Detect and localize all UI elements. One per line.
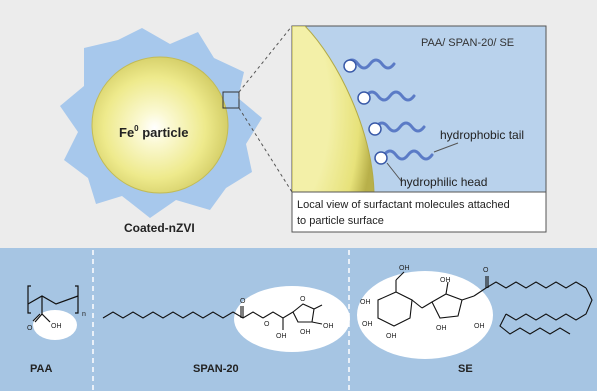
caption-line-1: Local view of surfactant molecules attac… [297,199,510,211]
se-oh-1: OH [399,265,410,272]
span20-oh-2: OH [300,329,311,336]
se-oh-7: OH [474,323,485,330]
svg-text:O: O [27,325,33,332]
svg-text:O: O [300,296,306,303]
svg-text:O: O [240,298,246,305]
paa-subscript: n [82,311,86,318]
se-oh-4: OH [386,333,397,340]
surfactant-molecules [343,58,434,165]
se-oh-6: OH [436,325,447,332]
span20-oh-1: OH [276,333,287,340]
inset-title: PAA/ SPAN-20/ SE [421,37,514,49]
se-oh-3: OH [362,321,373,328]
se-oh-2: OH [360,299,371,306]
molecule-name-paa: PAA [30,363,52,375]
paa-structure [27,285,79,340]
molecule-name-span20: SPAN-20 [193,363,239,375]
tail-leader [433,142,459,153]
caption-line-2: to particle surface [297,215,384,227]
se-oh-5: OH [440,277,451,284]
span20-structure [102,286,350,352]
particle-caption: Coated-nZVI [124,221,195,235]
paa-oh: OH [51,323,62,330]
zoom-region [222,91,240,109]
zoom-line-bottom [238,107,293,193]
se-structure [357,271,593,359]
surfactant-molecule [374,149,434,165]
surfactant-molecule [368,121,426,136]
fe-particle [91,56,229,194]
tail-label: hydrophobic tail [440,128,524,142]
head-label: hydrophilic head [400,175,487,189]
inset-particle-surface [292,26,375,192]
zoom-line-top [238,25,293,93]
particle-label: Fe0 particle [119,124,188,140]
molecule-name-se: SE [458,363,473,375]
head-leader [386,162,403,183]
caption-box [291,191,547,233]
svg-text:O: O [264,321,270,328]
span20-oh-3: OH [323,323,334,330]
surfactant-molecule [357,90,416,105]
svg-text:O: O [483,267,489,274]
surfactant-molecule [343,58,396,73]
